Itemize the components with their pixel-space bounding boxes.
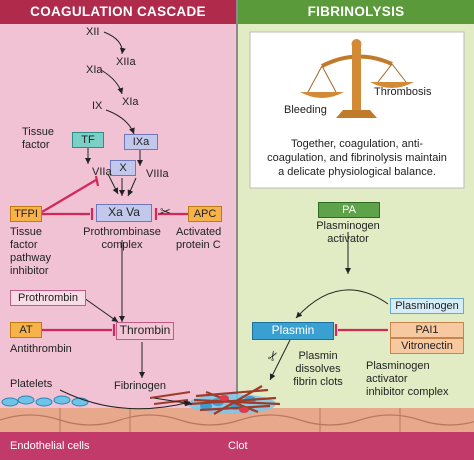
plasmin-desc-2: dissolves [295,363,341,375]
prothrombin-box: Prothrombin [10,290,86,306]
antithrombin-label: Antithrombin [10,343,72,355]
pa-box: PA [318,202,380,218]
fibrinogen-label: Fibrinogen [114,380,166,392]
arrow-prothrombin-thrombin [83,297,119,323]
xa-va-box: Xa Va [96,204,152,222]
balance-text-2: coagulation, and fibrinolysis maintain [267,152,447,164]
arrow-xia-path [100,69,124,95]
balance-text-3: a delicate physiological balance. [278,166,436,178]
tf-box: TF [72,132,104,148]
arrow-xii-xiia [103,31,126,55]
endothelial-cells-label: Endothelial cells [10,440,90,452]
pai1-box: PAI1 [390,322,464,338]
apc-box: APC [188,206,222,222]
plasminogen-box: Plasminogen [390,298,464,314]
tfpi-name-1: Tissue [10,226,42,238]
platelets-label: Platelets [10,378,53,390]
factor-viia: VIIa [92,166,112,178]
inhibition-lines [41,175,388,336]
coagulation-header: COAGULATION CASCADE [30,4,206,19]
factor-ix: IX [92,100,103,112]
fibrinolysis-header: FIBRINOLYSIS [307,4,405,19]
clot-label: Clot [228,440,248,452]
pai-desc-2: activator [366,373,408,385]
factor-xia-right: XIa [122,96,139,108]
tissue-factor-label-1: Tissue [22,126,54,138]
platelet-cluster [1,395,89,407]
thrombosis-label: Thrombosis [374,86,432,98]
inhibit-tfpi-viia [41,179,97,213]
x-box: X [110,160,136,176]
arrow-viiia-xa [127,177,137,197]
plasmin-box: Plasmin [252,322,334,340]
fibrin-clot [188,385,281,415]
pai-desc-3: inhibitor complex [366,386,449,398]
apc-name-2: protein C [176,239,221,251]
apc-name-1: Activated [176,226,222,238]
bleeding-label: Bleeding [284,104,327,116]
pa-name-1: Plasminogen [316,220,380,232]
arrow-fibrinogen-clot [153,397,193,407]
coagulation-header-bar [0,0,236,24]
factor-xiia: XIIa [116,56,136,68]
arrow-platelets-clot [59,389,191,410]
plasmin-desc-1: Plasmin [298,350,338,362]
arrow-viia-x [107,173,119,195]
vitronectin-box: Vitronectin [390,338,464,354]
arrow-ix-ixa [105,109,135,135]
tfpi-box: TFPI [10,206,42,222]
tissue-factor-label-2: factor [22,139,50,151]
tfpi-name-2: factor [10,239,38,251]
fibrinogen-strands [149,391,191,405]
ixa-box: IXa [124,134,158,150]
endothelium-layer [0,408,474,460]
tfpi-name-3: pathway [10,252,51,264]
pa-name-2: activator [327,233,369,245]
at-box: AT [10,322,42,338]
tfpi-name-4: inhibitor [10,265,49,277]
pai-desc-1: Plasminogen [366,360,430,372]
scissors-icon: ✂ [160,204,171,219]
arrow-plasminogen-plasmin [295,289,389,319]
prothrombinase-label-2: complex [101,239,143,251]
prothrombinase-label-1: Prothrombinase [83,226,161,238]
thrombin-box: Thrombin [116,322,174,340]
arrow-plasmin-clot [269,339,291,381]
balance-text-1: Together, coagulation, anti- [290,138,424,150]
factor-xii: XII [86,26,100,38]
factor-viiia: VIIIa [146,168,169,180]
coagulation-panel [0,0,236,460]
fibrinolysis-header-bar [238,0,474,24]
plasmin-desc-3: fibrin clots [293,376,343,388]
factor-xia-left: XIa [86,64,103,76]
balance-scale-icon [300,39,414,118]
